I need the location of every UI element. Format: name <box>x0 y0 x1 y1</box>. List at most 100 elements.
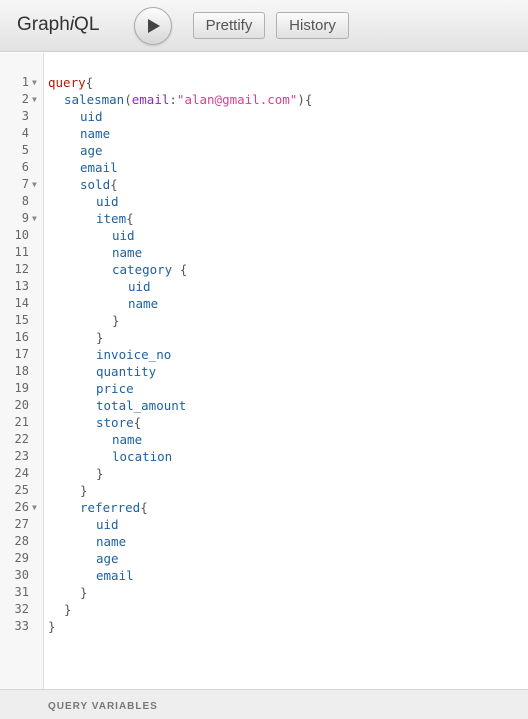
code-text: location <box>112 448 172 465</box>
code-text: quantity <box>96 363 156 380</box>
code-line[interactable]: 15} <box>0 312 528 329</box>
code-token: { <box>304 92 313 107</box>
code-text: age <box>80 142 103 159</box>
line-number: 17 <box>14 347 29 361</box>
code-text: salesman(email:"alan@gmail.com"){ <box>64 91 312 108</box>
code-text: } <box>64 601 72 618</box>
code-token: uid <box>112 228 135 243</box>
line-number: 6 <box>21 160 29 174</box>
code-token: } <box>64 602 72 617</box>
code-text: name <box>80 125 110 142</box>
code-token: name <box>112 245 143 260</box>
code-text: uid <box>96 193 119 210</box>
line-number: 30 <box>14 568 29 582</box>
code-line[interactable]: 16} <box>0 329 528 346</box>
code-line[interactable]: 25} <box>0 482 528 499</box>
code-text: invoice_no <box>96 346 171 363</box>
line-number: 19 <box>14 381 29 395</box>
code-line[interactable]: 2▼salesman(email:"alan@gmail.com"){ <box>0 91 528 108</box>
fold-arrow-icon[interactable]: ▼ <box>32 180 37 189</box>
code-text: uid <box>80 108 103 125</box>
history-button[interactable]: History <box>276 12 349 39</box>
line-number: 13 <box>14 279 29 293</box>
code-token: } <box>112 313 120 328</box>
code-text: } <box>96 465 104 482</box>
line-number: 33 <box>14 619 29 633</box>
code-line[interactable]: 5 age <box>0 142 528 159</box>
query-variables-bar[interactable]: QUERY VARIABLES <box>0 689 528 719</box>
fold-arrow-icon[interactable]: ▼ <box>32 214 37 223</box>
code-line[interactable]: 9▼item{ <box>0 210 528 227</box>
line-number: 22 <box>14 432 29 446</box>
line-number: 29 <box>14 551 29 565</box>
code-line[interactable]: 17 invoice_no <box>0 346 528 363</box>
code-token: age <box>80 143 103 158</box>
line-number: 7 <box>21 177 29 191</box>
line-number: 11 <box>14 245 29 259</box>
line-number: 15 <box>14 313 29 327</box>
code-line[interactable]: 22 name <box>0 431 528 448</box>
line-number: 31 <box>14 585 29 599</box>
fold-arrow-icon[interactable]: ▼ <box>32 503 37 512</box>
code-token: } <box>80 483 88 498</box>
code-token: { <box>110 177 118 192</box>
code-line[interactable]: 31} <box>0 584 528 601</box>
code-line[interactable]: 32} <box>0 601 528 618</box>
fold-arrow-icon[interactable]: ▼ <box>32 78 37 87</box>
code-line[interactable]: 26▼referred{ <box>0 499 528 516</box>
code-line[interactable]: 1▼ query{ <box>0 74 528 91</box>
code-token: age <box>96 551 119 566</box>
code-line[interactable]: 10 uid <box>0 227 528 244</box>
code-line[interactable]: 7▼sold{ <box>0 176 528 193</box>
code-text: query{ <box>48 74 93 91</box>
code-token: } <box>96 466 104 481</box>
code-text: name <box>128 295 158 312</box>
line-number: 25 <box>14 483 29 497</box>
fold-arrow-icon[interactable]: ▼ <box>32 95 37 104</box>
line-number: 12 <box>14 262 29 276</box>
code-token: invoice_no <box>96 347 172 362</box>
code-line[interactable]: 14 name <box>0 295 528 312</box>
code-token: { <box>126 211 134 226</box>
line-number: 1 <box>21 75 29 89</box>
code-token: email <box>131 92 170 107</box>
code-token: } <box>80 585 88 600</box>
top-toolbar: GraphiQL Prettify History <box>0 0 528 52</box>
code-text: store{ <box>96 414 141 431</box>
execute-query-button[interactable] <box>134 7 172 45</box>
code-token: quantity <box>96 364 157 379</box>
code-line[interactable]: 29 age <box>0 550 528 567</box>
code-token: { <box>140 500 148 515</box>
code-line[interactable]: 24} <box>0 465 528 482</box>
code-token: : <box>169 92 177 107</box>
code-token: { <box>85 75 94 90</box>
code-line[interactable]: 33} <box>0 618 528 635</box>
prettify-button[interactable]: Prettify <box>193 12 265 39</box>
query-variables-label: QUERY VARIABLES <box>48 701 158 712</box>
line-number: 14 <box>14 296 29 310</box>
line-number: 24 <box>14 466 29 480</box>
line-number: 10 <box>14 228 29 242</box>
line-number: 5 <box>21 143 29 157</box>
code-line[interactable]: 11 name <box>0 244 528 261</box>
code-token: total_amount <box>96 398 187 413</box>
code-token: query <box>48 75 86 90</box>
code-token: uid <box>96 194 119 209</box>
code-text: name <box>112 431 142 448</box>
line-number: 28 <box>14 534 29 548</box>
code-text: } <box>112 312 120 329</box>
